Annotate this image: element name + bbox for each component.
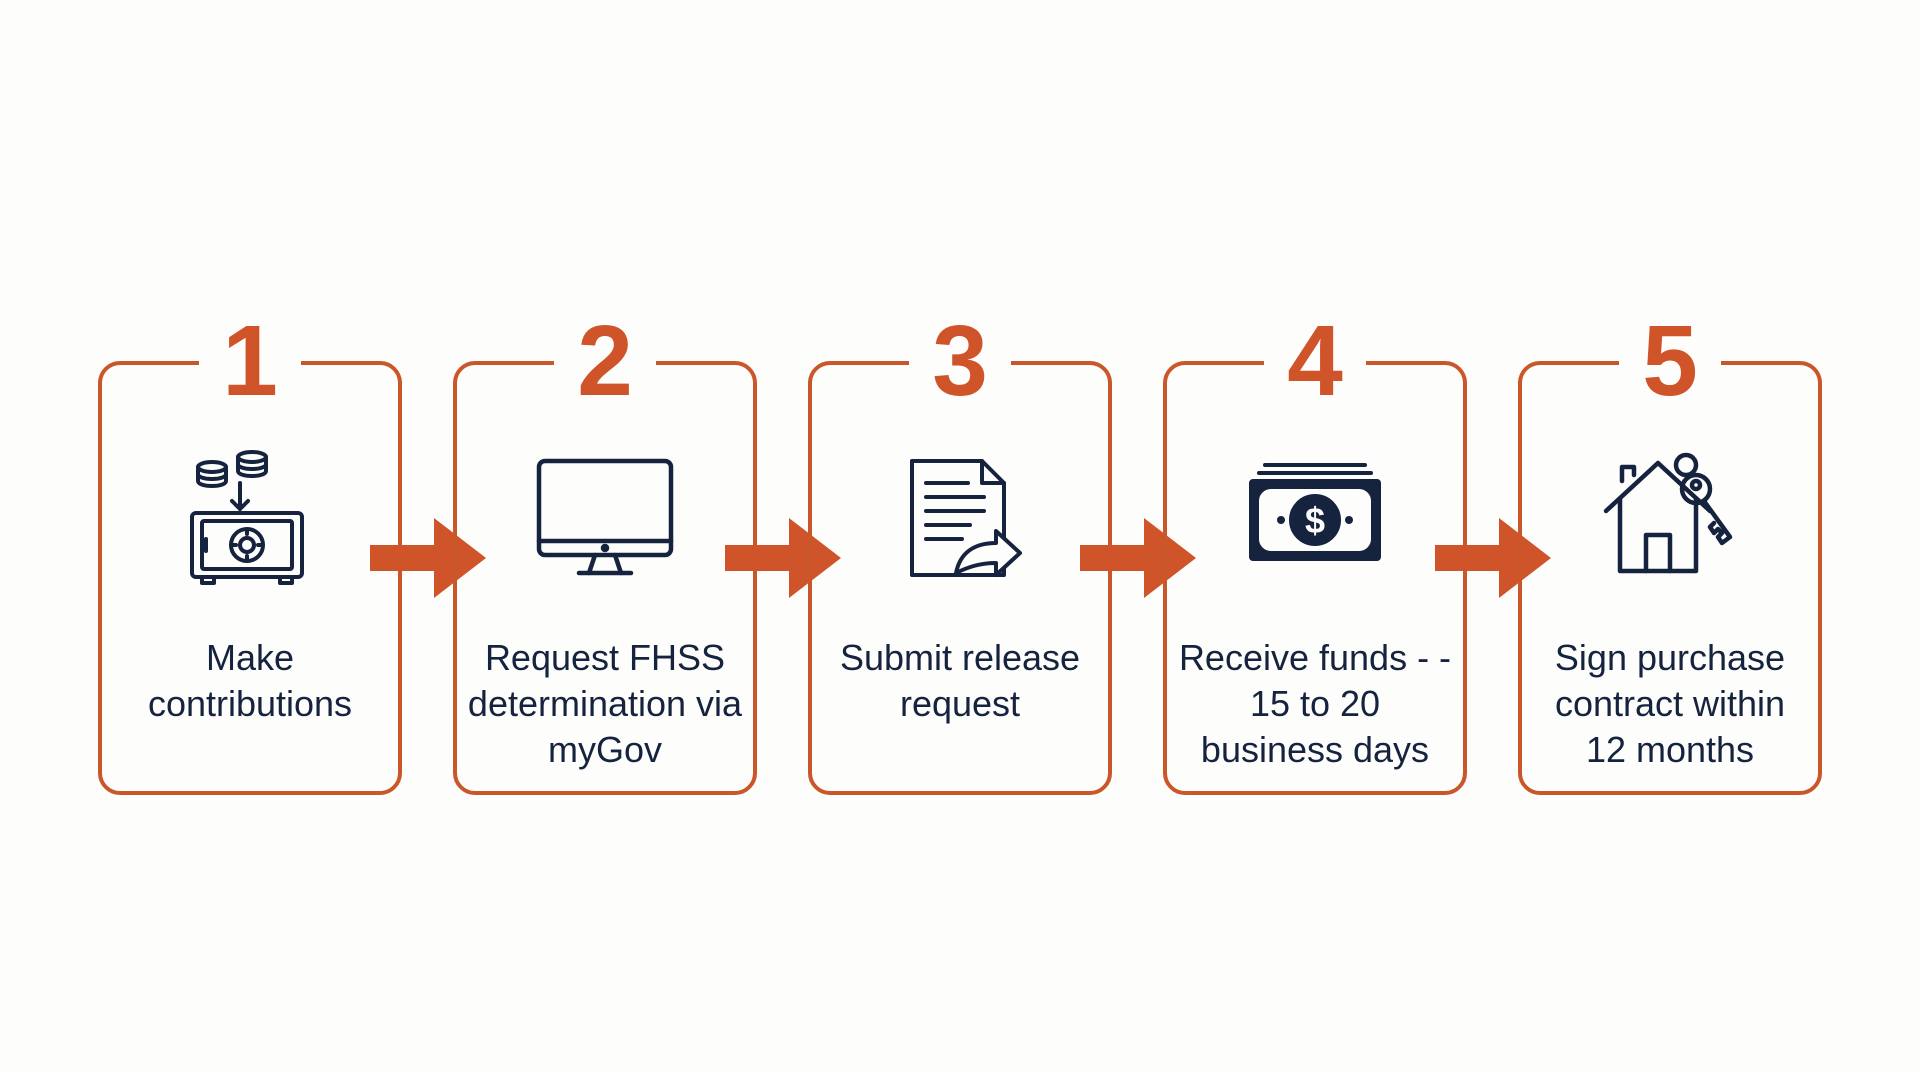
house-key-icon	[1600, 445, 1740, 585]
arrow-right-icon	[725, 510, 845, 606]
arrow-right-icon	[1435, 510, 1555, 606]
step-label: Receive funds - - 15 to 20 business days	[1178, 637, 1452, 770]
arrow-right-icon	[1080, 510, 1200, 606]
step-number: 4	[1264, 311, 1366, 411]
step-4-card: 4 $ Receive funds - - 15 to 20 business …	[1163, 311, 1467, 795]
step-number: 3	[909, 311, 1011, 411]
step-label: Make contributions	[147, 637, 353, 724]
svg-text:$: $	[1305, 500, 1325, 541]
step-label: Sign purchase contract within 12 months	[1554, 637, 1786, 770]
step-label: Request FHSS determination via myGov	[467, 637, 743, 770]
step-number: 1	[199, 311, 301, 411]
step-5-card: 5 Sign purchase contract within 12 month…	[1518, 311, 1822, 795]
step-number: 5	[1619, 311, 1721, 411]
banknote-icon: $	[1245, 445, 1385, 585]
document-send-icon	[890, 445, 1030, 585]
step-2-card: 2 Request FHSS determination via myGov	[453, 311, 757, 795]
safe-with-coins-icon	[180, 445, 320, 585]
step-3-card: 3 Submit release request	[808, 311, 1112, 795]
computer-monitor-icon	[535, 445, 675, 585]
step-label: Submit release request	[839, 637, 1081, 724]
step-number: 2	[554, 311, 656, 411]
step-1-card: 1	[98, 311, 402, 795]
arrow-right-icon	[370, 510, 490, 606]
